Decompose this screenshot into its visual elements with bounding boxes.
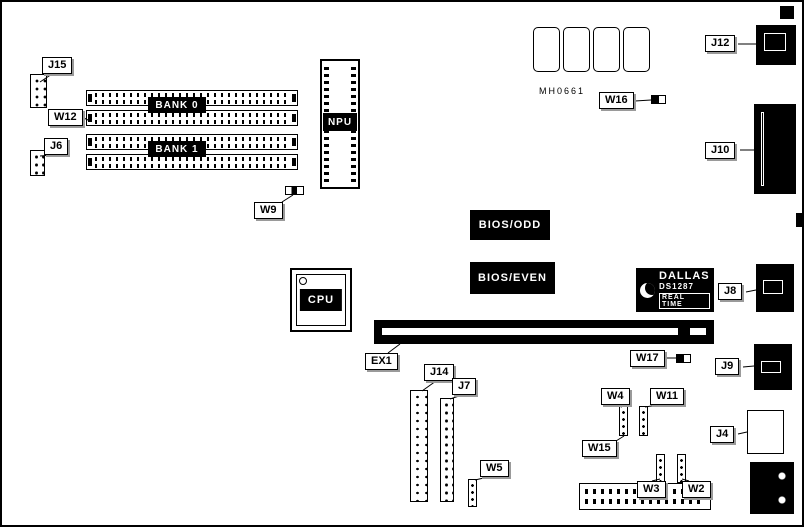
chip-3 — [593, 27, 620, 72]
connector-j4 — [747, 410, 784, 454]
callout-j14: J14 — [424, 364, 455, 381]
ex1-slot-opening-b — [690, 328, 706, 335]
chip-1 — [533, 27, 560, 72]
jumper-w16 — [651, 95, 666, 104]
bracket-top-right — [780, 6, 794, 19]
label-mh0661: MH0661 — [539, 86, 586, 96]
callout-j15: J15 — [42, 57, 73, 74]
cpu-socket: CPU — [290, 268, 352, 332]
callout-j12: J12 — [705, 35, 736, 52]
callout-w17: W17 — [630, 350, 665, 367]
jumper-w4 — [619, 406, 628, 436]
jumper-w3 — [656, 454, 665, 483]
dallas-brand: DALLAS — [659, 270, 710, 282]
connector-j7 — [440, 398, 454, 502]
callout-j9: J9 — [715, 358, 740, 375]
callout-w3: W3 — [637, 481, 666, 498]
jumper-w5 — [468, 479, 477, 507]
bracket-right-edge — [796, 213, 802, 227]
callout-w2: W2 — [682, 481, 711, 498]
chip-dallas-rtc: DALLAS DS1287 REAL TIME — [636, 268, 714, 312]
connector-j10-detail — [761, 112, 764, 186]
callout-j10: J10 — [705, 142, 736, 159]
callout-j7: J7 — [452, 378, 477, 395]
jumper-w17 — [676, 354, 691, 363]
chip-bios-odd: BIOS/ODD — [470, 210, 550, 240]
expansion-slot-ex1 — [374, 320, 714, 344]
connector-j10 — [754, 104, 796, 194]
label-npu: NPU — [323, 113, 357, 131]
connector-j9-detail — [761, 361, 781, 373]
connector-bottom-right — [750, 462, 794, 514]
callout-j4: J4 — [710, 426, 735, 443]
jumper-w11 — [639, 406, 648, 436]
connector-j14 — [410, 390, 428, 502]
connector-j12 — [756, 25, 796, 65]
callout-j8: J8 — [718, 283, 743, 300]
jumper-w2 — [677, 454, 686, 483]
label-cpu: CPU — [299, 289, 343, 311]
callout-w11: W11 — [650, 388, 685, 405]
callout-w5: W5 — [480, 460, 509, 477]
label-bank1: BANK 1 — [148, 141, 206, 157]
connector-j8-detail — [763, 280, 783, 294]
chip-bios-even: BIOS/EVEN — [470, 262, 555, 294]
dallas-part-number: DS1287 — [659, 282, 694, 291]
callout-w4: W4 — [601, 388, 630, 405]
dallas-logo-moon-icon — [640, 282, 655, 298]
callout-w12: W12 — [48, 109, 83, 126]
callout-j6: J6 — [44, 138, 69, 155]
connector-j15 — [30, 74, 47, 108]
jumper-w9 — [285, 186, 304, 195]
chip-4 — [623, 27, 650, 72]
chip-2 — [563, 27, 590, 72]
connector-j6 — [30, 150, 45, 176]
connector-j8 — [756, 264, 794, 312]
callout-w16: W16 — [599, 92, 634, 109]
connector-j12-detail — [764, 33, 786, 51]
dallas-real-time: REAL TIME — [659, 293, 710, 309]
callout-ex1: EX1 — [365, 353, 398, 370]
connector-j9 — [754, 344, 792, 390]
cpu-pin1-mark-icon — [299, 277, 307, 285]
cpu-inner-outline — [296, 274, 346, 326]
label-bank0: BANK 0 — [148, 97, 206, 113]
ex1-slot-opening-a — [382, 328, 678, 335]
callout-w9: W9 — [254, 202, 283, 219]
callout-w15: W15 — [582, 440, 617, 457]
